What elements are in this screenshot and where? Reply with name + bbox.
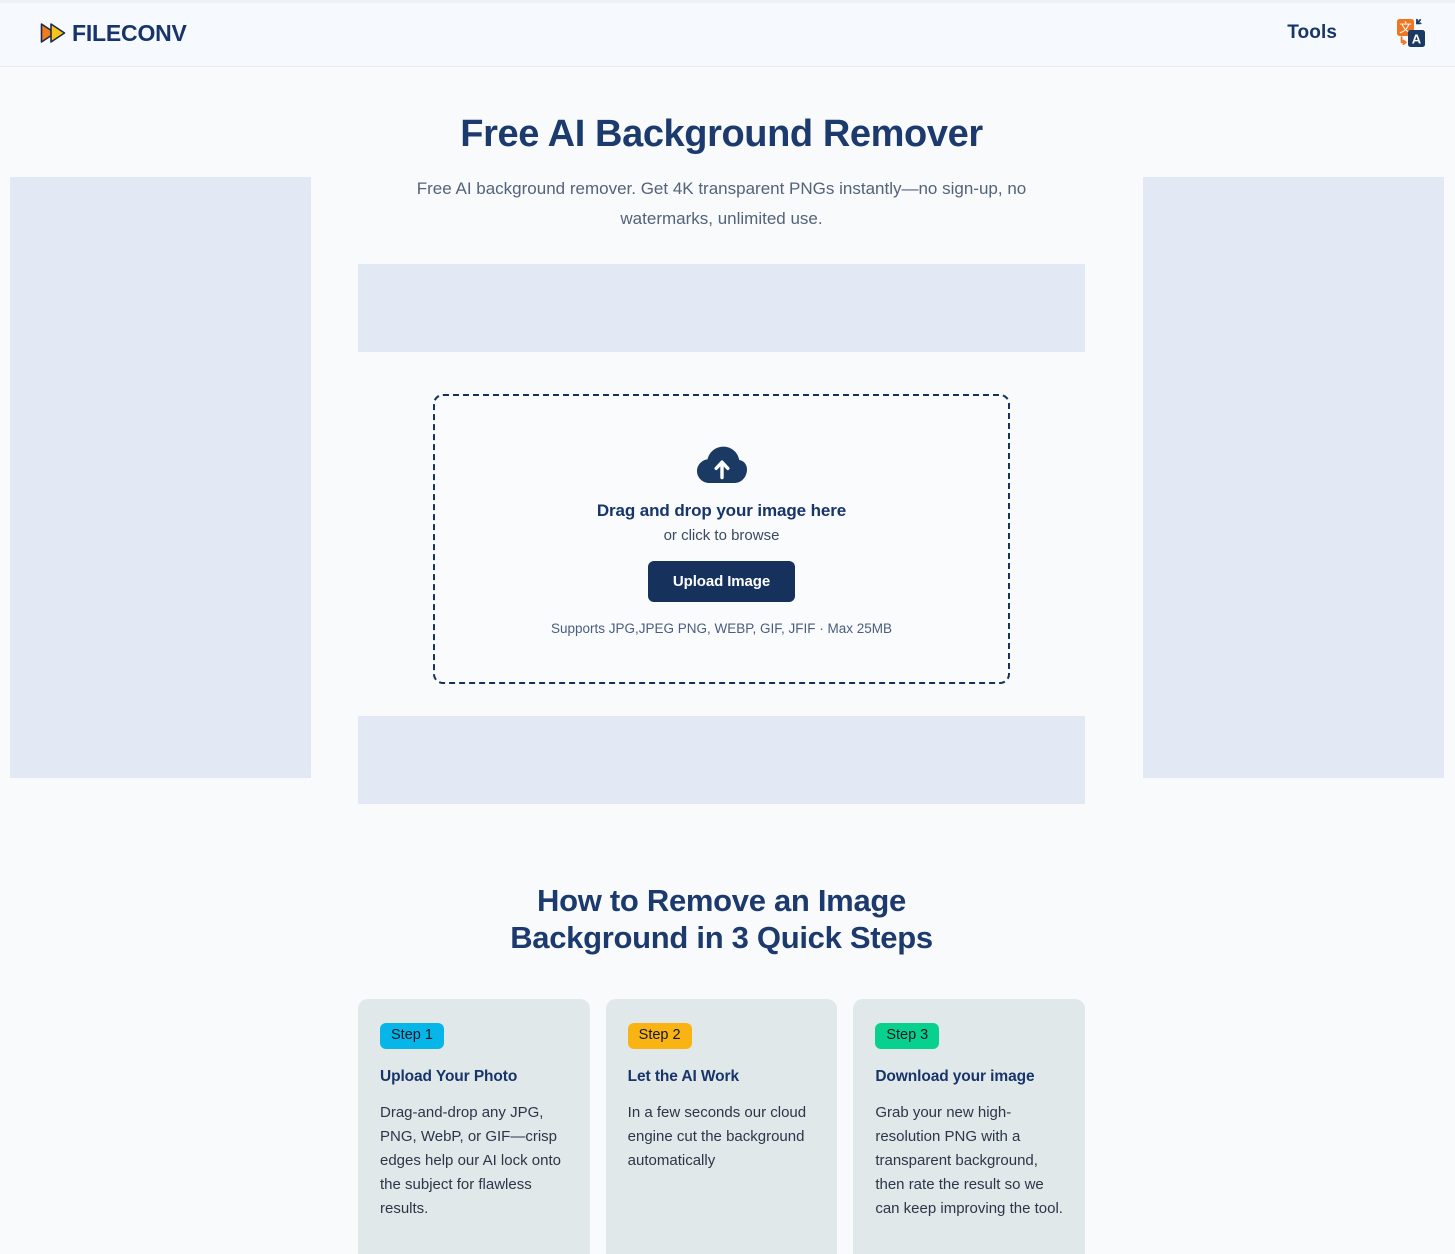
steps-grid: Step 1 Upload Your Photo Drag-and-drop a… — [358, 999, 1085, 1254]
ad-slot-right-sidebar — [1143, 177, 1444, 778]
step-card: Step 3 Download your image Grab your new… — [853, 999, 1085, 1254]
step-badge: Step 2 — [627, 1023, 692, 1049]
steps-heading-line-2: Background in 3 Quick Steps — [510, 919, 933, 955]
steps-section-heading: How to Remove an Image Background in 3 Q… — [358, 883, 1085, 956]
translate-language-icon[interactable]: 文 A — [1395, 17, 1427, 49]
step-title: Upload Your Photo — [380, 1067, 518, 1085]
site-header: FILECONV Tools 文 A — [0, 0, 1455, 67]
ad-slot-left-sidebar — [10, 177, 311, 778]
dropzone-subtitle: or click to browse — [663, 526, 780, 544]
step-description: In a few seconds our cloud engine cut th… — [627, 1103, 807, 1169]
steps-heading-line-1: How to Remove an Image — [537, 883, 906, 919]
supported-formats-text: Supports JPG,JPEG PNG, WEBP, GIF, JFIF ·… — [550, 620, 893, 636]
ad-slot-bottom-banner — [358, 716, 1085, 805]
step-badge: Step 1 — [380, 1023, 444, 1049]
step-title: Let the AI Work — [627, 1067, 739, 1085]
step-card: Step 2 Let the AI Work In a few seconds … — [605, 999, 838, 1254]
double-arrow-logo-icon — [40, 23, 66, 43]
header-actions: Tools 文 A — [1287, 17, 1427, 49]
main-content-column: Free AI Background Remover Free AI backg… — [358, 67, 1085, 1254]
page-title: Free AI Background Remover — [460, 113, 983, 155]
page-body: Free AI Background Remover Free AI backg… — [0, 67, 1455, 1254]
step-description: Drag-and-drop any JPG, PNG, WebP, or GIF… — [380, 1103, 561, 1217]
svg-text:A: A — [1412, 32, 1422, 47]
brand-logo-link[interactable]: FILECONV — [40, 20, 187, 47]
image-dropzone[interactable]: Drag and drop your image here or click t… — [433, 394, 1010, 685]
page-subtitle: Free AI background remover. Get 4K trans… — [416, 178, 1027, 228]
cloud-upload-icon — [696, 446, 747, 483]
upload-image-button[interactable]: Upload Image — [647, 560, 796, 602]
ad-slot-top-banner — [358, 264, 1085, 353]
step-card: Step 1 Upload Your Photo Drag-and-drop a… — [358, 999, 590, 1254]
step-description: Grab your new high-resolution PNG with a… — [875, 1103, 1063, 1217]
brand-name: FILECONV — [72, 19, 187, 46]
tools-nav-link[interactable]: Tools — [1287, 22, 1337, 43]
step-title: Download your image — [875, 1067, 1035, 1085]
dropzone-title: Drag and drop your image here — [596, 500, 847, 520]
step-badge: Step 3 — [875, 1023, 940, 1049]
